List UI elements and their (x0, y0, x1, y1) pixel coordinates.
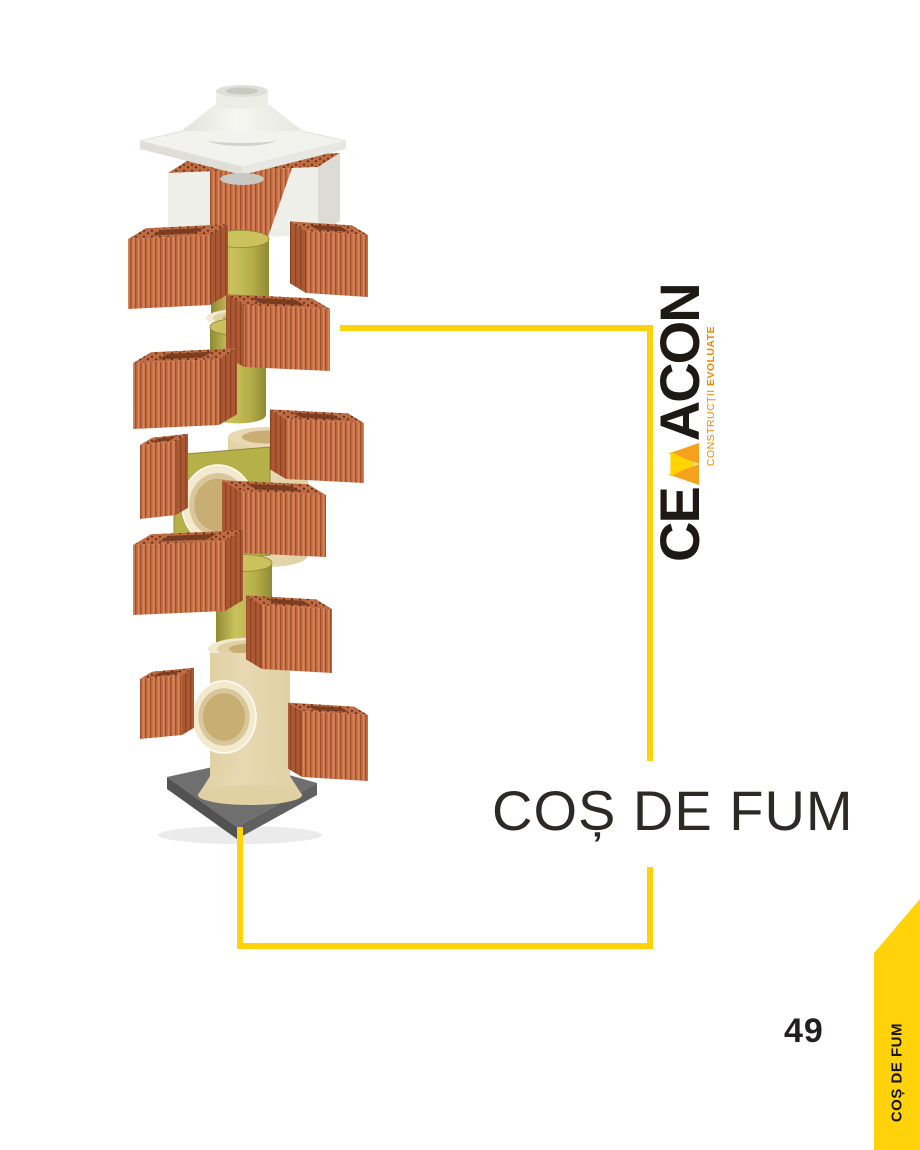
logo-tagline: CONSTRUCȚII EVOLUATE (705, 326, 717, 467)
chimney-exploded-illustration (128, 85, 368, 844)
frame-line-right-lower (647, 867, 653, 949)
page-number: 49 (784, 1012, 824, 1050)
frame-line-left (237, 827, 243, 949)
section-tab-label: COȘ DE FUM (888, 1022, 906, 1122)
page-title: COȘ DE FUM (492, 779, 854, 842)
logo-text-ce: CE (648, 488, 711, 562)
cemacon-logo: CE ACON CONSTRUCȚII EVOLUATE (648, 284, 720, 562)
section-tab: COȘ DE FUM (874, 899, 920, 1150)
frame-line-bottom (237, 943, 653, 949)
logo-text-acon: ACON (648, 284, 711, 442)
cemacon-m-triangles-icon (668, 443, 700, 486)
frame-line-top (340, 325, 650, 331)
cemacon-wordmark: CE ACON (648, 284, 711, 562)
frame-line-right-upper (647, 325, 653, 761)
